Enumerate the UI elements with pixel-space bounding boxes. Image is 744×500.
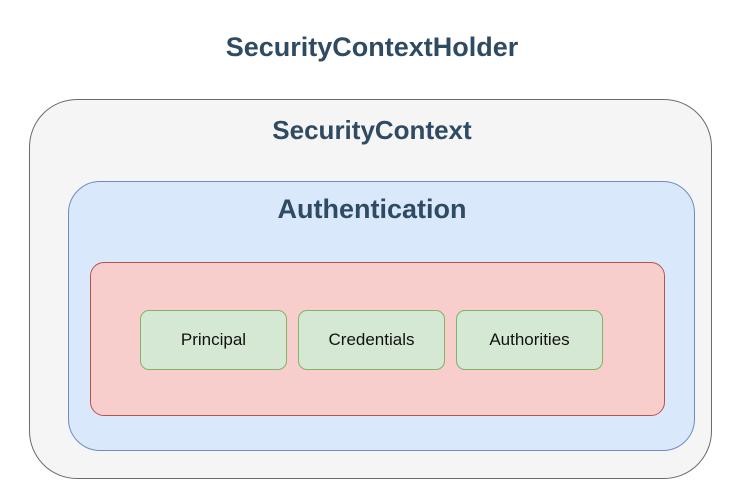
principal-label: Principal [180, 330, 247, 349]
authentication-title: Authentication [277, 194, 467, 224]
credentials-box: Credentials [298, 310, 445, 370]
credentials-label: Credentials [328, 330, 415, 349]
security-context-holder-title: SecurityContextHolder [225, 32, 519, 62]
security-context-title: SecurityContext [272, 115, 472, 145]
principal-box: Principal [140, 310, 287, 370]
authorities-box: Authorities [456, 310, 603, 370]
authorities-label: Authorities [489, 330, 570, 349]
